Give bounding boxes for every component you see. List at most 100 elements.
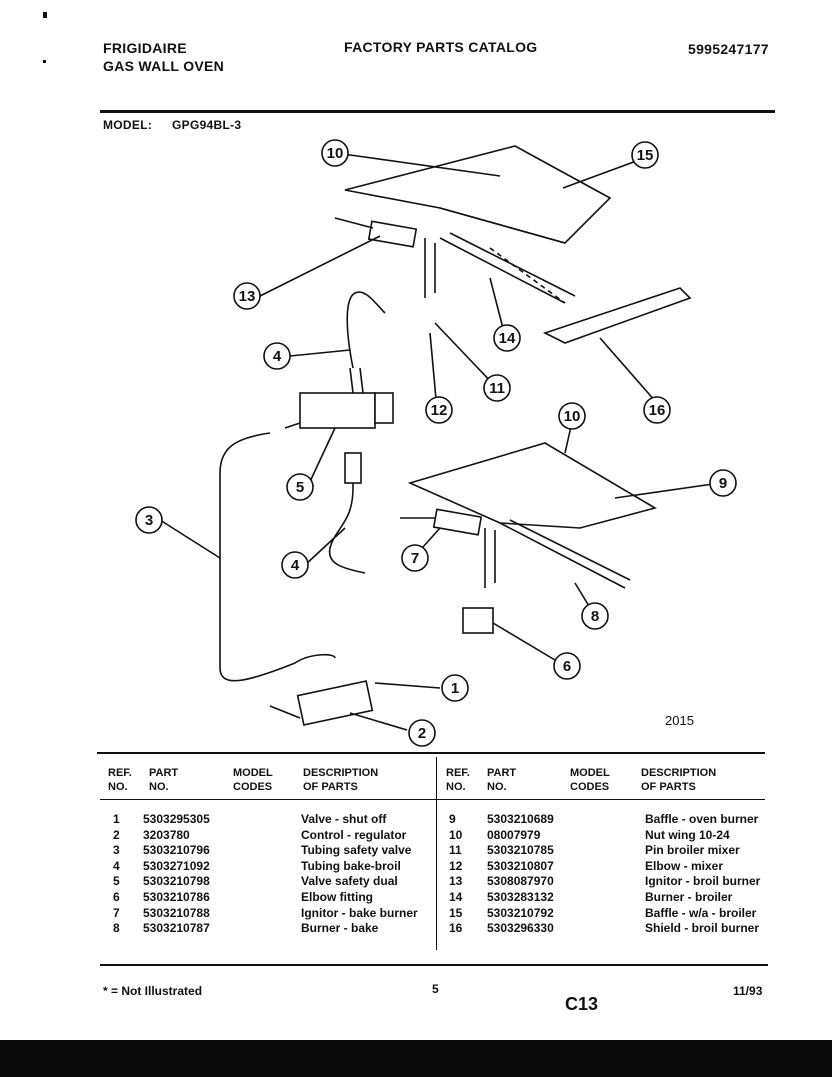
model-label: MODEL: xyxy=(103,118,153,132)
callout-label: 15 xyxy=(637,147,654,164)
callout-label: 12 xyxy=(431,402,448,419)
brand-name: FRIGIDAIRE xyxy=(103,40,187,56)
table-cell: Ignitor - broil burner xyxy=(645,874,761,889)
table-cell: 5303210786 xyxy=(143,889,210,904)
callout-label: 10 xyxy=(327,145,344,162)
table-cell: 5303271092 xyxy=(143,858,210,873)
right-description-column: Baffle - oven burner Nut wing 10-24 Pin … xyxy=(645,812,760,937)
callout-label: 3 xyxy=(145,512,153,529)
table-cell: Tubing safety valve xyxy=(301,843,412,858)
right-part-column: 5303210689 08007979 5303210785 530321080… xyxy=(487,812,554,937)
callout-label: 14 xyxy=(499,330,516,347)
catalog-title: FACTORY PARTS CATALOG xyxy=(344,39,538,55)
table-cell: Valve - shut off xyxy=(301,812,387,826)
callout-label: 6 xyxy=(563,658,571,675)
table-cell: 16 xyxy=(449,921,463,936)
callout-circles xyxy=(135,139,737,747)
table-cell: Elbow fitting xyxy=(301,889,373,904)
table-cell: Burner - bake xyxy=(301,921,379,936)
table-cell: 5303283132 xyxy=(487,889,554,904)
header-rule xyxy=(100,110,775,113)
left-description-column: Valve - shut off Control - regulator Tub… xyxy=(301,812,418,937)
not-illustrated-note: * = Not Illustrated xyxy=(103,984,203,998)
table-header-rule xyxy=(100,799,765,800)
table-cell: Nut wing 10-24 xyxy=(645,827,730,842)
table-cell: 5303210787 xyxy=(143,921,210,936)
page-number: 5 xyxy=(432,982,439,996)
table-cell: 8 xyxy=(113,921,120,936)
right-ref-column: 9 10 11 12 13 14 15 16 xyxy=(449,812,462,937)
table-cell: 4 xyxy=(113,858,120,873)
table-cell: Elbow - mixer xyxy=(645,858,724,873)
callout-label: 1 xyxy=(451,680,459,697)
scan-edge xyxy=(0,1040,832,1077)
catalog-number: 5995247177 xyxy=(688,41,769,57)
table-cell: 5303210788 xyxy=(143,905,210,920)
table-cell: Valve safety dual xyxy=(301,874,398,889)
table-cell: 9 xyxy=(449,812,456,826)
callout-label: 11 xyxy=(489,380,505,397)
table-cell: 5303210798 xyxy=(143,874,210,889)
table-cell: 5303295305 xyxy=(143,812,210,826)
table-cell: 5303210796 xyxy=(143,843,210,858)
callout-label: 7 xyxy=(411,550,419,567)
scan-speck xyxy=(43,60,46,63)
header-ref: REF.NO. xyxy=(446,767,470,793)
model-value: GPG94BL-3 xyxy=(172,118,242,132)
table-cell: 12 xyxy=(449,858,463,873)
callout-label: 4 xyxy=(291,557,300,574)
product-name: GAS WALL OVEN xyxy=(103,58,225,74)
callout-label: 9 xyxy=(719,475,727,492)
table-cell: 15 xyxy=(449,905,463,920)
figure-number: 2015 xyxy=(665,713,694,728)
table-cell: 14 xyxy=(449,889,463,904)
callout-label: 8 xyxy=(591,608,599,625)
table-cell: 3 xyxy=(113,843,120,858)
callout-label: 16 xyxy=(649,402,666,419)
table-cell: 11 xyxy=(449,843,462,858)
table-cell: 08007979 xyxy=(487,827,541,842)
table-cell: Pin broiler mixer xyxy=(645,843,740,858)
left-ref-column: 1 2 3 4 5 6 7 8 xyxy=(113,812,120,937)
table-cell: 7 xyxy=(113,905,120,920)
callout-label: 2 xyxy=(418,725,426,742)
table-cell: Control - regulator xyxy=(301,827,407,842)
callout-label: 13 xyxy=(239,288,256,305)
table-divider xyxy=(436,757,437,950)
left-part-column: 5303295305 3203780 5303210796 5303271092… xyxy=(143,812,210,937)
table-cell: 2 xyxy=(113,827,120,842)
scan-speck xyxy=(43,12,47,18)
callout-label: 10 xyxy=(564,408,581,425)
revision-date: 11/93 xyxy=(733,984,763,998)
table-cell: Baffle - w/a - broiler xyxy=(645,905,757,920)
table-cell: 13 xyxy=(449,874,463,889)
callout-label: 4 xyxy=(273,348,282,365)
table-cell: 6 xyxy=(113,889,120,904)
header-ref: REF.NO. xyxy=(108,767,132,793)
parts-diagram: 10 15 13 14 4 11 12 16 5 10 9 3 7 4 8 6 … xyxy=(135,139,737,747)
section-code: C13 xyxy=(565,994,599,1014)
table-cell: 1 xyxy=(113,812,120,826)
table-cell: 5303296330 xyxy=(487,921,554,936)
table-cell: 5303210807 xyxy=(487,858,554,873)
table-cell: 3203780 xyxy=(143,827,190,842)
table-top-rule xyxy=(97,752,765,754)
table-cell: Burner - broiler xyxy=(645,889,733,904)
table-cell: Shield - broil burner xyxy=(645,921,760,936)
table-cell: 10 xyxy=(449,827,463,842)
table-cell: Baffle - oven burner xyxy=(645,812,759,826)
table-cell: 5303210785 xyxy=(487,843,554,858)
table-cell: 5303210689 xyxy=(487,812,554,826)
table-bottom-rule xyxy=(100,964,768,966)
table-cell: Tubing bake-broil xyxy=(301,858,401,873)
callout-label: 5 xyxy=(296,479,304,496)
table-cell: Ignitor - bake burner xyxy=(301,905,418,920)
table-cell: 5 xyxy=(113,874,120,889)
table-cell: 5308087970 xyxy=(487,874,554,889)
